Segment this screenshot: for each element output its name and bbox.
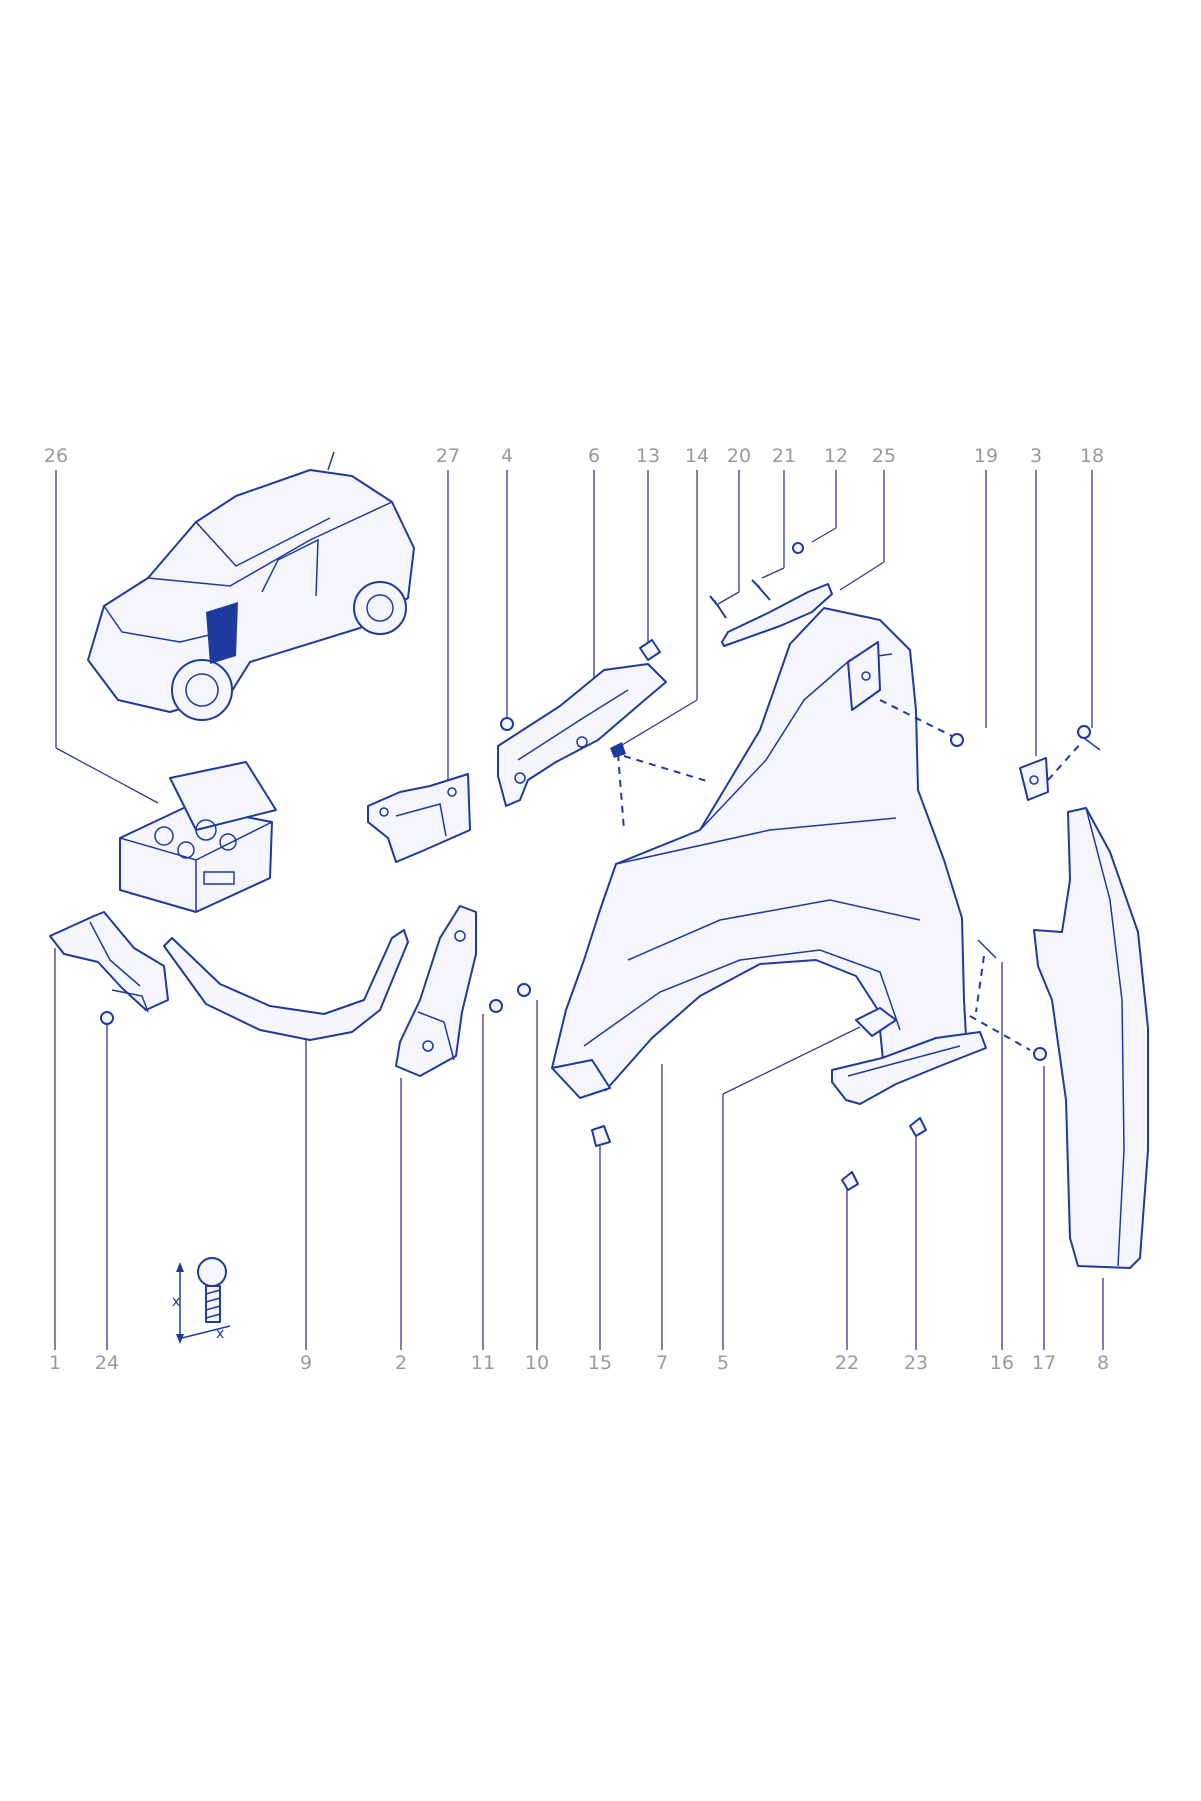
hinge-2 [395,905,477,1077]
front-fender-7 [551,607,967,1099]
fastener-10 [517,983,531,997]
callout-15: 15 [588,1352,612,1374]
inset-label-x-vertical: x [172,1294,180,1310]
callout-2: 2 [395,1352,407,1374]
fastener-22 [841,1171,859,1191]
fastener-17 [1033,1047,1047,1061]
callout-16: 16 [990,1352,1014,1374]
callout-20: 20 [727,445,751,467]
callout-6: 6 [588,445,600,467]
callout-18: 18 [1080,445,1104,467]
callout-4: 4 [501,445,513,467]
bracket-6 [497,663,667,807]
callout-9: 9 [300,1352,312,1374]
callout-8: 8 [1097,1352,1109,1374]
fastener-23 [909,1117,927,1137]
callouts-bottom: 1 24 9 2 11 10 15 7 5 22 23 16 17 8 [49,1352,1109,1374]
callout-26: 26 [44,445,68,467]
callout-14: 14 [685,445,709,467]
lower-bracket-5 [831,1031,987,1105]
clip-15 [591,1125,611,1147]
mudguard-8 [1033,807,1149,1269]
fastener-kit-box [119,761,277,913]
callout-11: 11 [471,1352,495,1374]
callout-19: 19 [974,445,998,467]
leader-lines [54,470,1104,1350]
callout-13: 13 [636,445,660,467]
callout-21: 21 [772,445,796,467]
callout-3: 3 [1030,445,1042,467]
callout-12: 12 [824,445,848,467]
strip-25 [721,583,833,647]
bracket-1 [49,911,169,1013]
inset-label-x-horizontal: x [216,1326,224,1342]
callout-5: 5 [717,1352,729,1374]
fastener-24 [100,1011,114,1025]
callout-7: 7 [656,1352,668,1374]
alignment-dashes [617,699,1083,1051]
vehicle-overview [87,451,415,721]
callout-22: 22 [835,1352,859,1374]
fastener-11 [489,999,503,1013]
screw-16 [977,939,997,959]
bracket-27 [367,773,471,863]
callouts-top: 26 27 4 6 13 14 20 21 12 25 19 3 18 [44,445,1104,467]
callout-1: 1 [49,1352,61,1374]
callout-10: 10 [525,1352,549,1374]
callout-25: 25 [872,445,896,467]
fasteners-top [500,542,1101,758]
seal-strip-9 [163,929,409,1041]
bracket-3 [1019,757,1049,801]
callout-23: 23 [904,1352,928,1374]
callout-24: 24 [95,1352,119,1374]
callout-27: 27 [436,445,460,467]
torque-detail-inset: x x [172,1257,231,1344]
callout-17: 17 [1032,1352,1056,1374]
